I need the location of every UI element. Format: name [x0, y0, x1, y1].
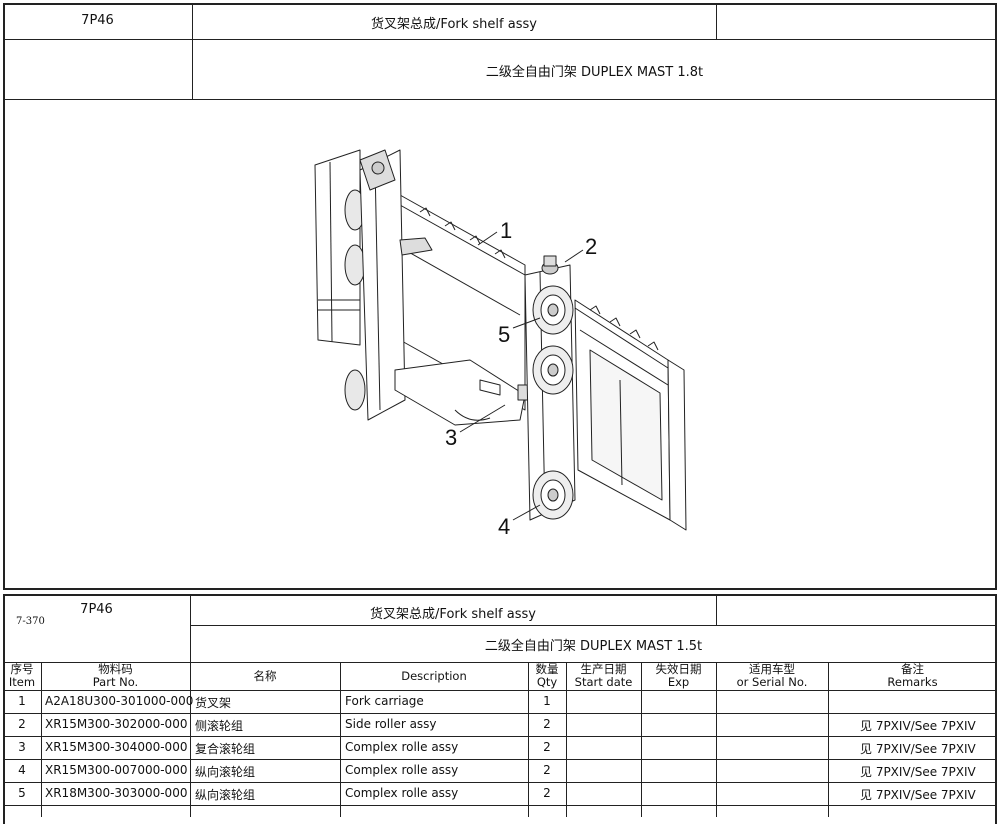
- table-row: 3 XR15M300-304000-000 复合滚轮组 Complex roll…: [18, 740, 976, 756]
- top-frame: [3, 3, 997, 590]
- col-header-description: Description: [401, 669, 467, 683]
- bottom-subtitle: 二级全自由门架 DUPLEX MAST 1.5t: [484, 639, 703, 654]
- bottom-code: 7P46: [80, 602, 113, 617]
- top-header-divider-1: [3, 39, 997, 40]
- table-row: 4 XR15M300-007000-000 纵向滚轮组 Complex roll…: [18, 763, 976, 779]
- bottom-header-divider-1: [190, 625, 997, 626]
- bottom-header-col-2: [716, 594, 717, 625]
- top-header-col-1: [192, 3, 193, 99]
- top-subtitle: 二级全自由门架 DUPLEX MAST 1.8t: [485, 65, 704, 80]
- callout-2: 2: [585, 234, 597, 259]
- callout-1: 1: [500, 218, 512, 243]
- callout-3: 3: [445, 425, 457, 450]
- col-header-name: 名称: [253, 669, 277, 683]
- table-row: 5 XR18M300-303000-000 纵向滚轮组 Complex roll…: [18, 786, 976, 802]
- bottom-header-col-1: [190, 594, 191, 662]
- bottom-frame: [3, 594, 997, 824]
- table-row: 1 A2A18U300-301000-000 货叉架 Fork carriage…: [18, 694, 551, 710]
- top-title: 货叉架总成/Fork shelf assy: [371, 17, 537, 32]
- table-row: 2 XR15M300-302000-000 侧滚轮组 Side roller a…: [18, 717, 976, 733]
- bottom-title: 货叉架总成/Fork shelf assy: [370, 607, 536, 622]
- top-code: 7P46: [81, 13, 114, 28]
- fork-carriage-drawing: 1 2 5 3 4: [314, 149, 687, 539]
- bottom-header-divider-2: [3, 662, 997, 663]
- page-number: 7-370: [16, 616, 45, 627]
- callout-4: 4: [498, 514, 510, 539]
- top-header-divider-2: [3, 99, 997, 100]
- callout-5: 5: [498, 322, 510, 347]
- top-header-col-2: [716, 3, 717, 39]
